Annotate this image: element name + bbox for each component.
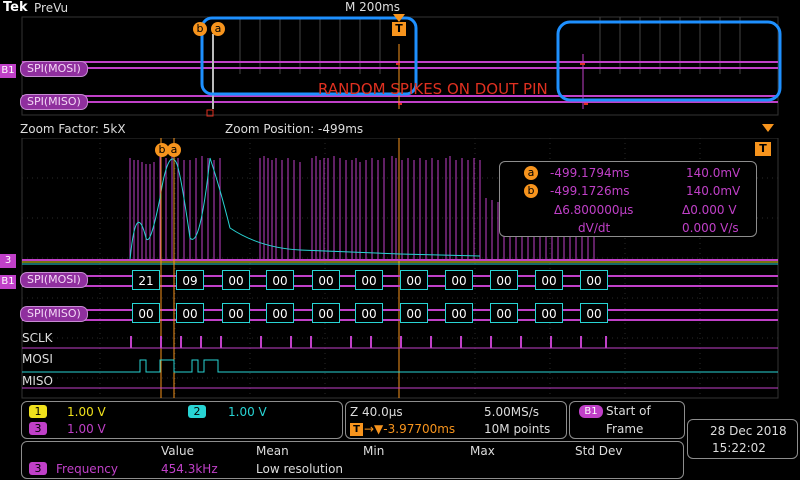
mosi-byte[interactable]: 00	[535, 270, 563, 290]
measure-name: Frequency	[56, 462, 118, 476]
mosi-byte[interactable]: 00	[222, 270, 250, 290]
readout-b-value: 140.0mV	[686, 184, 741, 198]
mosi-byte[interactable]: 00	[445, 270, 473, 290]
miso-byte[interactable]: 00	[400, 303, 428, 323]
readout-delta-time: Δ6.800000µs	[554, 203, 634, 217]
mosi-byte[interactable]: 09	[176, 270, 204, 290]
trigger-delay-icon: T	[350, 423, 363, 436]
measure-value: 454.3kHz	[161, 462, 218, 476]
miso-byte[interactable]: 00	[355, 303, 383, 323]
miso-byte[interactable]: 00	[222, 303, 250, 323]
zoom-position: Zoom Position: -499ms	[225, 122, 364, 136]
zoom-trigger-marker[interactable]: T	[755, 142, 771, 156]
cursor-b-marker[interactable]: b	[193, 22, 207, 36]
measure-channel-badge: 3	[29, 462, 47, 475]
measurement-panel[interactable]: Value Mean Min Max Std Dev 3 Frequency 4…	[21, 441, 684, 479]
digital-label-miso: MISO	[22, 374, 53, 388]
overview-spi-miso-label: SPI(MISO)	[20, 94, 88, 110]
readout-a-time: -499.1794ms	[550, 166, 630, 180]
miso-byte[interactable]: 00	[580, 303, 608, 323]
measure-header-value: Value	[161, 444, 194, 458]
miso-byte[interactable]: 00	[490, 303, 518, 323]
annotation-text: RANDOM SPIKES ON DOUT PIN	[318, 80, 548, 98]
zoom-cursor-a-marker[interactable]: a	[167, 143, 181, 157]
overview-waveform[interactable]	[0, 14, 800, 120]
trigger-delay: →▼-3.97700ms	[364, 422, 456, 436]
overview-spi-mosi-label: SPI(MOSI)	[20, 61, 88, 77]
readout-dvdt-label: dV/dt	[578, 221, 611, 235]
ch3-tag: 3	[0, 254, 16, 268]
miso-byte[interactable]: 00	[535, 303, 563, 323]
ch1-badge[interactable]: 1	[29, 405, 47, 418]
mosi-byte[interactable]: 00	[266, 270, 294, 290]
zoom-spi-miso-label: SPI(MISO)	[20, 306, 88, 322]
zoom-spi-mosi-label: SPI(MOSI)	[20, 272, 88, 288]
digital-label-mosi: MOSI	[22, 352, 53, 366]
mosi-byte[interactable]: 00	[580, 270, 608, 290]
miso-byte[interactable]: 00	[132, 303, 160, 323]
date: 28 Dec 2018	[710, 424, 787, 438]
trigger-marker[interactable]: T	[392, 22, 406, 36]
zoom-factor: Zoom Factor: 5kX	[20, 122, 126, 136]
time: 15:22:02	[712, 441, 766, 455]
ch2-badge[interactable]: 2	[188, 405, 206, 418]
readout-a-value: 140.0mV	[686, 166, 741, 180]
miso-byte[interactable]: 00	[266, 303, 294, 323]
ch1-scale: 1.00 V	[67, 405, 106, 419]
brand-logo: Tek	[3, 0, 28, 15]
cursor-a-marker[interactable]: a	[211, 22, 225, 36]
measure-header-max: Max	[470, 444, 495, 458]
measure-header-mean: Mean	[256, 444, 289, 458]
vertical-settings-panel[interactable]: 1 1.00 V 2 1.00 V 3 1.00 V	[21, 401, 343, 439]
mosi-byte[interactable]: 21	[132, 270, 160, 290]
ch3-scale: 1.00 V	[67, 422, 106, 436]
timebase-label: M 200ms	[345, 0, 401, 14]
b1-bus-tag: B1	[0, 275, 16, 289]
readout-dvdt-value: 0.000 V/s	[682, 221, 739, 235]
readout-a-icon: a	[524, 166, 538, 180]
zoom-cursor-b-marker[interactable]: b	[155, 143, 169, 157]
measure-header-min: Min	[363, 444, 385, 458]
cursor-readout-panel: a -499.1794ms 140.0mV b -499.1726ms 140.…	[499, 161, 757, 237]
miso-byte[interactable]: 00	[176, 303, 204, 323]
trigger-type-line2: Frame	[606, 422, 644, 436]
ch2-scale: 1.00 V	[228, 405, 267, 419]
readout-delta-value: Δ0.000 V	[682, 203, 737, 217]
miso-byte[interactable]: 00	[312, 303, 340, 323]
measure-header-stddev: Std Dev	[575, 444, 623, 458]
trigger-position-triangle-icon	[393, 14, 405, 22]
zoom-trigger-triangle-icon	[762, 124, 774, 132]
b1-bus-tag-top: B1	[0, 64, 16, 78]
readout-b-icon: b	[524, 184, 538, 198]
date-time-panel: 28 Dec 2018 15:22:02	[687, 419, 798, 459]
horizontal-settings-panel[interactable]: Z 40.0µs 5.00MS/s T →▼-3.97700ms 10M poi…	[345, 401, 567, 439]
mode-label: PreVu	[34, 1, 69, 15]
sample-rate: 5.00MS/s	[484, 405, 539, 419]
trigger-type-line1: Start of	[606, 404, 651, 418]
mosi-byte[interactable]: 00	[490, 270, 518, 290]
digital-label-sclk: SCLK	[22, 331, 53, 345]
ch3-badge[interactable]: 3	[29, 422, 47, 435]
mosi-byte[interactable]: 00	[312, 270, 340, 290]
mosi-byte[interactable]: 00	[355, 270, 383, 290]
record-length: 10M points	[484, 422, 551, 436]
readout-b-time: -499.1726ms	[550, 184, 630, 198]
trigger-source-badge: B1	[579, 405, 603, 418]
trigger-settings-panel[interactable]: B1 Start of Frame	[569, 401, 685, 439]
zoom-scale: Z 40.0µs	[350, 405, 403, 419]
mosi-byte[interactable]: 00	[400, 270, 428, 290]
measure-note: Low resolution	[256, 462, 344, 476]
miso-byte[interactable]: 00	[445, 303, 473, 323]
